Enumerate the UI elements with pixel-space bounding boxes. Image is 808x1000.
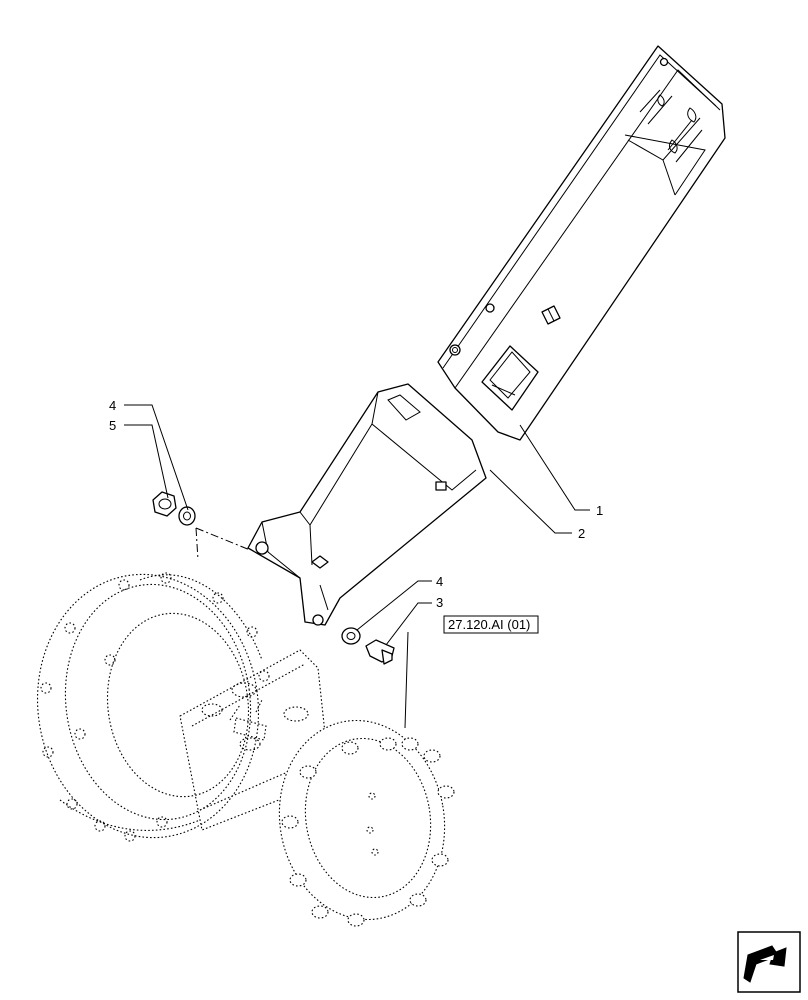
nut-upper xyxy=(152,491,177,517)
washer-upper xyxy=(178,506,196,526)
bolt-lower xyxy=(365,639,395,665)
next-page-arrow-icon[interactable] xyxy=(737,931,801,993)
callout-3: 3 xyxy=(436,595,443,610)
washer-lower xyxy=(341,627,361,645)
callout-4-lower: 4 xyxy=(436,574,443,589)
reference-link[interactable]: 27.120.AI (01) xyxy=(443,615,539,634)
leader-lines xyxy=(124,404,590,729)
callout-5: 5 xyxy=(109,418,116,433)
callout-4-upper: 4 xyxy=(109,398,116,413)
callout-1: 1 xyxy=(596,503,603,518)
mounting-bracket xyxy=(247,383,487,626)
reference-label[interactable]: 27.120.AI (01) xyxy=(448,617,530,632)
toolbox-cover xyxy=(437,45,726,441)
axle-housing xyxy=(36,572,455,927)
callout-2: 2 xyxy=(578,526,585,541)
